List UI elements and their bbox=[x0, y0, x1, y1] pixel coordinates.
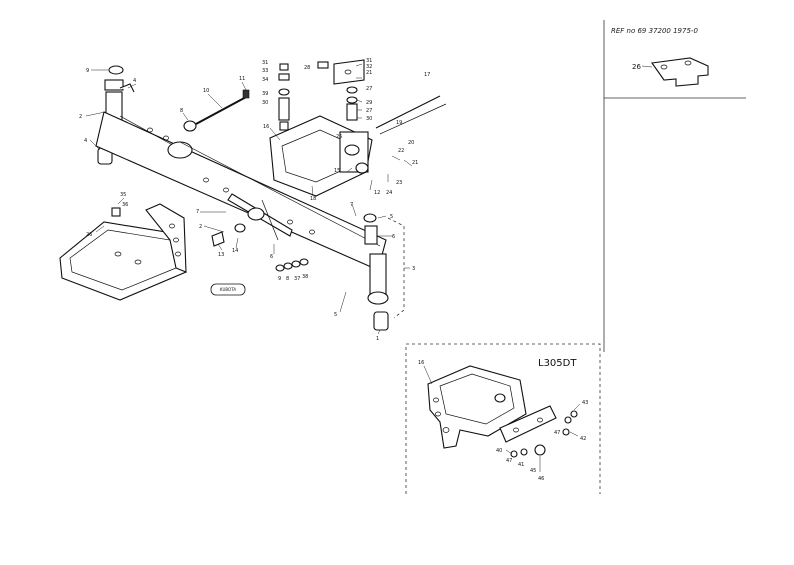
fastener-stack-left bbox=[278, 63, 290, 131]
label-9-top: 9 bbox=[86, 68, 89, 74]
inset-label-47b: 47 bbox=[506, 458, 512, 464]
label-37: 37 bbox=[294, 276, 300, 282]
label-25: 25 bbox=[336, 134, 342, 140]
inset-label-42: 42 bbox=[580, 436, 586, 442]
label-7-right: 7 bbox=[350, 202, 353, 208]
label-6-mid: 6 bbox=[270, 254, 273, 260]
right-kingpin-assembly bbox=[363, 213, 405, 331]
label-7-left: 7 bbox=[196, 209, 199, 215]
inset-label-43: 43 bbox=[582, 400, 588, 406]
part-26-label: 26 bbox=[632, 63, 641, 71]
label-11: 11 bbox=[239, 76, 245, 82]
part-26-plate-illustration bbox=[641, 57, 709, 87]
label-24: 24 bbox=[386, 190, 392, 196]
label-13: 13 bbox=[218, 252, 224, 258]
leader-lines bbox=[85, 63, 413, 335]
inset-label-40: 40 bbox=[496, 448, 502, 454]
steering-arm bbox=[211, 193, 293, 247]
label-5-top: 5 bbox=[390, 214, 393, 220]
label-23: 23 bbox=[396, 180, 402, 186]
label-12: 12 bbox=[374, 190, 380, 196]
label-4-left: 4 bbox=[84, 138, 87, 144]
label-10: 10 bbox=[203, 88, 209, 94]
inset-bracket-illustration bbox=[423, 365, 581, 472]
inset-label-45: 45 bbox=[530, 468, 536, 474]
label-27a: 27 bbox=[366, 86, 372, 92]
manufacturer-stamp bbox=[210, 283, 246, 296]
inset-label-41: 41 bbox=[518, 462, 524, 468]
label-17: 17 bbox=[424, 72, 430, 78]
label-39: 39 bbox=[262, 91, 268, 97]
fastener-stack-right bbox=[317, 59, 365, 121]
label-30a: 30 bbox=[262, 100, 268, 106]
label-21: 21 bbox=[366, 70, 372, 76]
pivot-bracket-frame bbox=[269, 95, 447, 197]
label-26-main: 26 bbox=[86, 232, 92, 238]
label-35: 35 bbox=[120, 192, 126, 198]
label-4-top: 4 bbox=[133, 78, 136, 84]
inset-border bbox=[405, 343, 601, 494]
long-bolt-assembly bbox=[183, 89, 250, 132]
inset-label-46: 46 bbox=[538, 476, 544, 482]
label-19: 19 bbox=[396, 120, 402, 126]
label-8-bottom: 8 bbox=[286, 276, 289, 282]
label-9-bottom: 9 bbox=[278, 276, 281, 282]
label-18: 18 bbox=[310, 196, 316, 202]
manufacturer-stamp-text: KUBOTA bbox=[220, 287, 236, 292]
label-31a: 31 bbox=[262, 60, 268, 66]
inset-label-16: 16 bbox=[418, 360, 424, 366]
label-34: 34 bbox=[262, 77, 268, 83]
main-part-labels: 9 4 2 4 11 10 8 16 31 33 34 39 30 28 31 … bbox=[79, 58, 430, 342]
inset-labels: 16 43 42 47 40 47 41 45 46 bbox=[418, 360, 588, 482]
reference-number: REF no 69 37200 1975-0 bbox=[611, 27, 698, 35]
label-15: 15 bbox=[334, 168, 340, 174]
label-38: 38 bbox=[302, 274, 308, 280]
inset-label-47a: 47 bbox=[554, 430, 560, 436]
label-14: 14 bbox=[232, 248, 238, 254]
front-weight-bracket bbox=[59, 203, 187, 301]
label-33a: 33 bbox=[262, 68, 268, 74]
label-32: 32 bbox=[366, 64, 372, 70]
label-27b: 27 bbox=[366, 108, 372, 114]
washer-group bbox=[275, 258, 309, 272]
label-1: 1 bbox=[376, 336, 379, 342]
label-29: 29 bbox=[366, 100, 372, 106]
label-8: 8 bbox=[180, 108, 183, 114]
label-30b: 30 bbox=[366, 116, 372, 122]
label-3: 3 bbox=[412, 266, 415, 272]
label-21b: 21 bbox=[412, 160, 418, 166]
label-5-bottom: 5 bbox=[334, 312, 337, 318]
label-20: 20 bbox=[408, 140, 414, 146]
label-28: 28 bbox=[304, 65, 310, 71]
label-31b: 31 bbox=[366, 58, 372, 64]
label-2-left: 2 bbox=[79, 114, 82, 120]
label-16: 16 bbox=[263, 124, 269, 130]
inset-title: L305DT bbox=[538, 358, 577, 369]
label-6-right: 6 bbox=[392, 234, 395, 240]
label-2-mid: 2 bbox=[199, 224, 202, 230]
label-22: 22 bbox=[398, 148, 404, 154]
label-36: 36 bbox=[122, 202, 128, 208]
